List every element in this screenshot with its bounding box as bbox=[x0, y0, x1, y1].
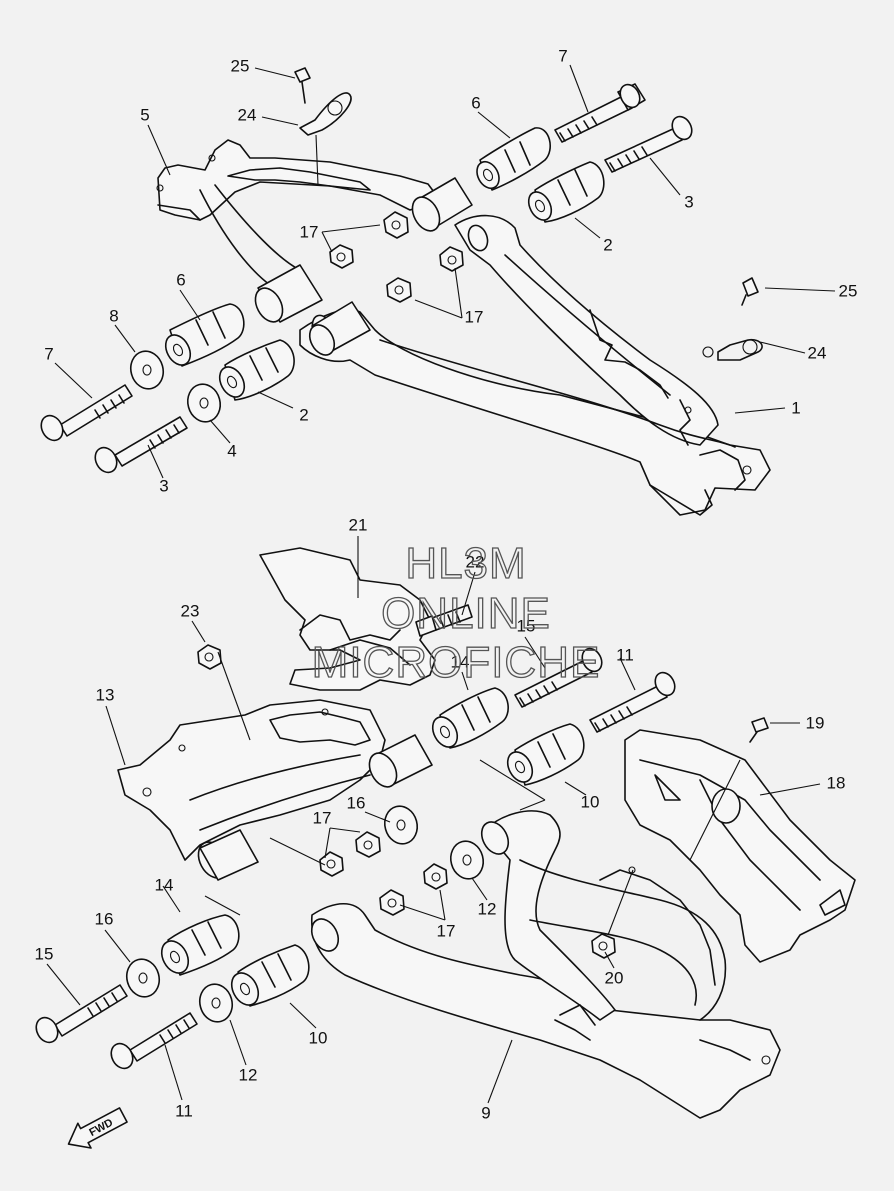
watermark-line-3: MICROFICHE bbox=[312, 638, 601, 687]
guard-21 bbox=[259, 547, 436, 691]
callout-5: 5 bbox=[140, 105, 149, 124]
callout-6-lower: 6 bbox=[176, 270, 185, 289]
callout-10-lower: 10 bbox=[309, 1028, 328, 1047]
bush-10-upper bbox=[506, 723, 585, 786]
bush-14-upper bbox=[431, 687, 509, 749]
bush-14-lower bbox=[160, 914, 240, 976]
bush-10-lower bbox=[230, 944, 310, 1007]
callout-10-upper: 10 bbox=[581, 792, 600, 811]
callout-13: 13 bbox=[96, 685, 115, 704]
leader-lines bbox=[46, 64, 836, 1104]
watermark: HL3M ONLINE MICROFICHE bbox=[311, 538, 601, 687]
sleeve-pipe-upper bbox=[254, 177, 473, 356]
bolt-11-lower bbox=[110, 1012, 198, 1070]
callout-labels: 25 24 5 6 7 3 2 17 17 25 24 1 6 8 7 2 4 … bbox=[35, 46, 858, 1122]
bolt-7-upper bbox=[554, 83, 646, 143]
callout-3-lower: 3 bbox=[159, 476, 168, 495]
callout-6-upper: 6 bbox=[471, 93, 480, 112]
nut-17-d bbox=[386, 277, 412, 303]
callout-17-b: 17 bbox=[465, 307, 484, 326]
callout-1: 1 bbox=[791, 398, 800, 417]
bolt-15-upper bbox=[514, 647, 603, 708]
callout-9: 9 bbox=[481, 1103, 490, 1122]
callout-24-right: 24 bbox=[808, 343, 827, 362]
callout-20: 20 bbox=[605, 968, 624, 987]
callout-23: 23 bbox=[181, 601, 200, 620]
callout-16-upper: 16 bbox=[347, 793, 366, 812]
bush-6-lower bbox=[164, 303, 245, 367]
callout-2-upper: 2 bbox=[603, 235, 612, 254]
washer-16-lower bbox=[125, 958, 161, 998]
callout-17-d: 17 bbox=[437, 921, 456, 940]
callout-4: 4 bbox=[227, 441, 236, 460]
cover-18 bbox=[624, 729, 856, 963]
nut-17-e bbox=[355, 831, 381, 858]
nut-17-f bbox=[319, 851, 344, 877]
washer-8 bbox=[129, 350, 165, 390]
callout-16-lower: 16 bbox=[95, 909, 114, 928]
nut-23 bbox=[197, 644, 222, 670]
upper-arm-frame bbox=[299, 214, 771, 516]
nut-20 bbox=[591, 933, 616, 959]
screw-19 bbox=[749, 717, 769, 743]
washer-12-lower bbox=[198, 983, 234, 1023]
callout-21: 21 bbox=[349, 515, 368, 534]
washer-4 bbox=[186, 383, 222, 423]
callout-19: 19 bbox=[806, 713, 825, 732]
nut-17-b bbox=[329, 244, 354, 269]
bolt-7-lower bbox=[40, 384, 133, 442]
bolt-15-lower bbox=[35, 984, 128, 1044]
callout-14-upper: 14 bbox=[451, 652, 470, 671]
callout-15-upper: 15 bbox=[517, 616, 536, 635]
nut-17-h bbox=[379, 889, 405, 916]
bolt-11-upper bbox=[589, 671, 676, 733]
washer-12-lower-hole bbox=[211, 997, 221, 1009]
callout-7-upper: 7 bbox=[558, 46, 567, 65]
nut-17-a bbox=[383, 211, 409, 239]
callout-11-lower: 11 bbox=[175, 1101, 193, 1120]
hose-clamp-upper bbox=[294, 67, 352, 136]
upper-arm-assembly bbox=[40, 67, 771, 516]
lower-upper-arm-13 bbox=[117, 699, 433, 881]
lower-arm-assembly bbox=[35, 547, 856, 1119]
callout-8: 8 bbox=[109, 306, 118, 325]
lower-arm-9 bbox=[310, 810, 781, 1119]
bolt-3-upper bbox=[604, 115, 693, 173]
washer-4-hole bbox=[199, 397, 209, 409]
callout-12-upper: 12 bbox=[478, 899, 497, 918]
callout-24-upper: 24 bbox=[238, 105, 257, 124]
washer-8-hole bbox=[142, 364, 152, 376]
bush-2-lower bbox=[218, 339, 295, 401]
callout-18: 18 bbox=[827, 773, 846, 792]
callout-25-right: 25 bbox=[839, 281, 858, 300]
callout-17-a: 17 bbox=[300, 222, 319, 241]
hose-clamp-right bbox=[741, 277, 759, 306]
callout-12-lower: 12 bbox=[239, 1065, 258, 1084]
callout-7-lower: 7 bbox=[44, 344, 53, 363]
washer-16-upper-hole bbox=[396, 819, 406, 831]
callout-2-lower: 2 bbox=[299, 405, 308, 424]
bolt-3-lower bbox=[94, 416, 188, 474]
washer-12-upper-hole bbox=[462, 854, 472, 866]
watermark-line-1: HL3M bbox=[405, 539, 526, 588]
washer-16-lower-hole bbox=[138, 972, 148, 984]
callout-25-upper: 25 bbox=[231, 56, 250, 75]
bush-2-upper bbox=[527, 161, 605, 223]
callout-22: 22 bbox=[466, 552, 485, 571]
bush-6-upper bbox=[476, 127, 551, 191]
callout-11-upper: 11 bbox=[616, 645, 634, 664]
bolt-22 bbox=[415, 604, 473, 637]
watermark-line-2: ONLINE bbox=[381, 589, 551, 638]
callout-14-lower: 14 bbox=[155, 875, 174, 894]
washer-16-upper bbox=[383, 805, 419, 845]
nut-17-g bbox=[423, 863, 448, 890]
callout-15-lower: 15 bbox=[35, 944, 54, 963]
nut-17-c bbox=[439, 246, 464, 272]
callout-17-c: 17 bbox=[313, 808, 332, 827]
upper-arm-bracket bbox=[156, 139, 441, 286]
callout-3-upper: 3 bbox=[684, 192, 693, 211]
